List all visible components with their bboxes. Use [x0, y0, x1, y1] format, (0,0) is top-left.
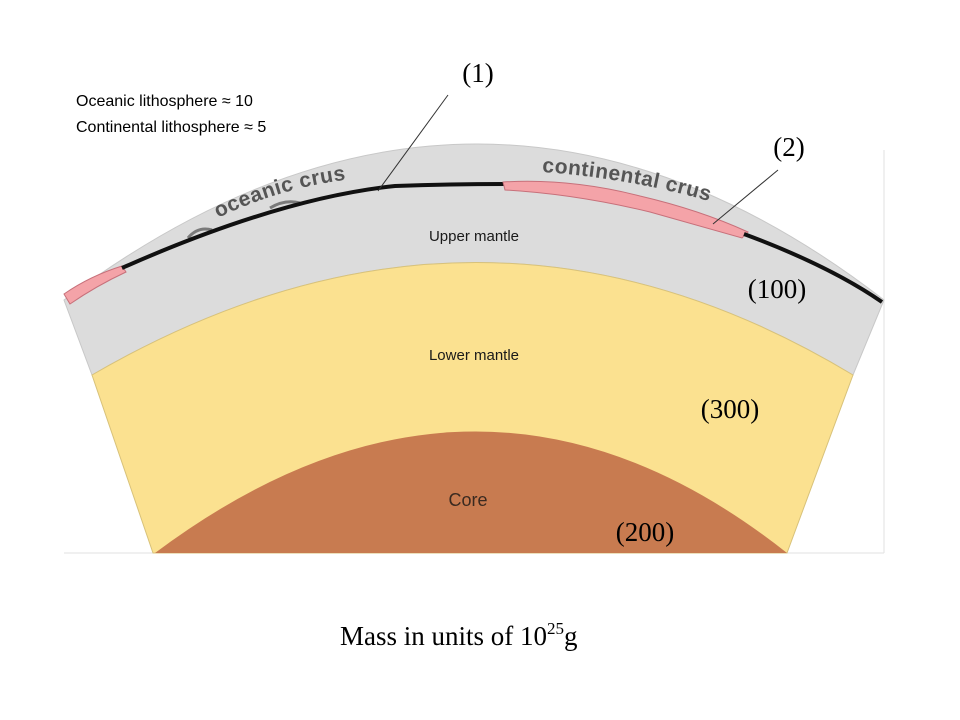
lower-mantle-label: Lower mantle	[429, 347, 519, 364]
caption-exponent: 25	[547, 619, 564, 638]
callout-1: (1)	[462, 58, 493, 88]
caption-unit: g	[564, 621, 578, 651]
core-label: Core	[448, 490, 487, 510]
oceanic-crust-label: oceanic crust	[0, 0, 347, 222]
oceanic-crust-bump	[186, 227, 213, 239]
core-mass: (200)	[616, 517, 674, 547]
legend-oceanic-lithosphere: Oceanic lithosphere ≈ 10	[76, 93, 253, 110]
legend-continental-lithosphere: Continental lithosphere ≈ 5	[76, 119, 266, 136]
callout-leader-1	[377, 94, 449, 192]
upper-mantle-mass: (100)	[748, 274, 806, 304]
crust-surface-line-right	[743, 232, 884, 304]
mass-units-caption: Mass in units of 1025g	[340, 619, 578, 651]
callout-2: (2)	[773, 132, 804, 162]
caption-prefix: Mass in units of 10	[340, 621, 547, 651]
continental-crust-patch-left	[63, 265, 127, 305]
core-layer	[155, 431, 787, 553]
crust-surface-line	[121, 182, 506, 270]
lower-mantle-mass: (300)	[701, 394, 759, 424]
callout-leader-2	[712, 169, 779, 225]
continental-crust-patch-right	[502, 180, 749, 239]
upper-mantle-label: Upper mantle	[429, 228, 519, 245]
